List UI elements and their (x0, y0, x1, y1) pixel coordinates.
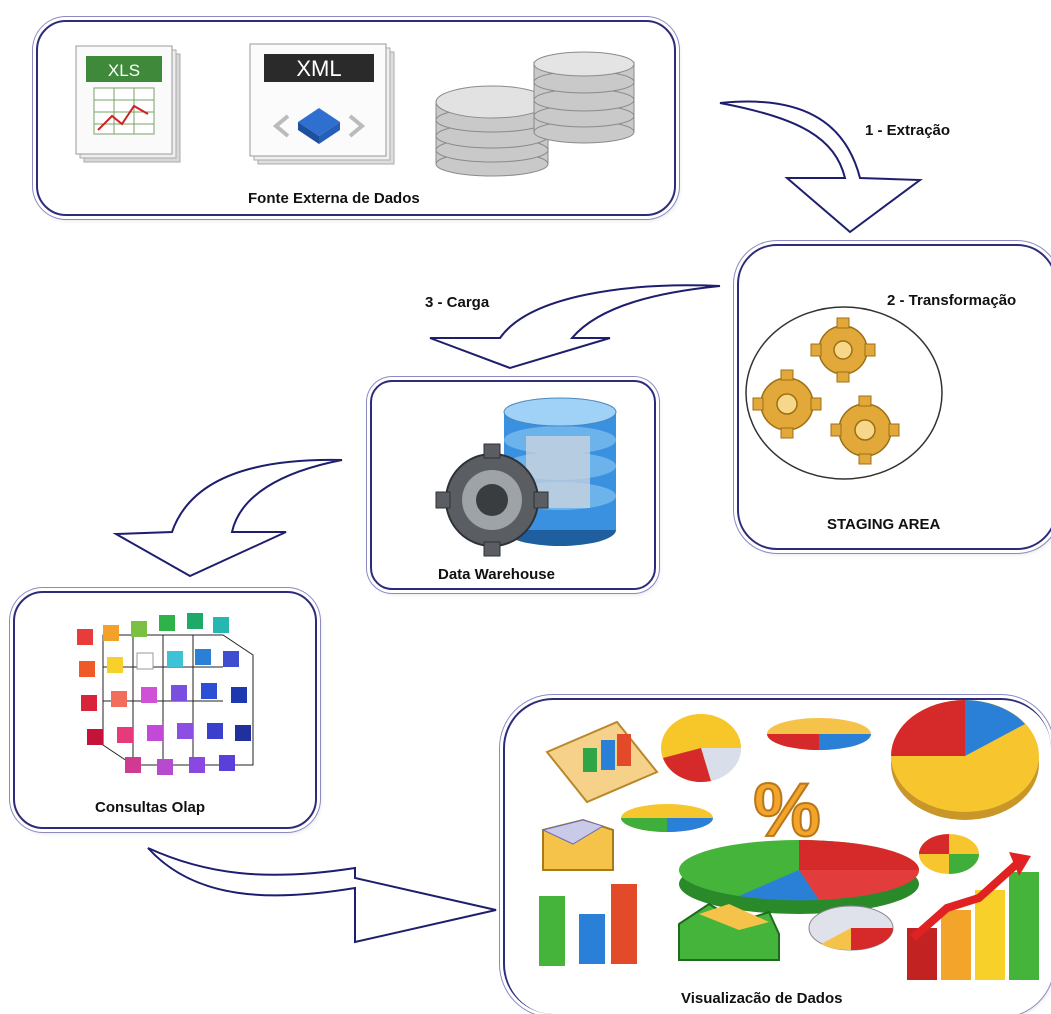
xml-file-icon: XML (249, 43, 395, 165)
cube-nodes (77, 613, 251, 775)
percent-icon: % (753, 768, 821, 853)
olap-label: Consultas Olap (95, 799, 206, 816)
staging-circle (745, 306, 943, 480)
xml-label: XML (296, 56, 341, 81)
warehouse-label: Data Warehouse (438, 566, 555, 583)
source-box: XLS XML (36, 20, 676, 216)
step-extract-label: 1 - Extração (865, 122, 951, 139)
xls-file-icon: XLS (75, 45, 181, 163)
olap-cube-icon (77, 613, 254, 775)
database-servers-icon (435, 51, 635, 177)
charts-collage-icon: % (539, 700, 1039, 980)
warehouse-box: Data Warehouse (370, 380, 656, 590)
step-transform-label: 2 - Transformação (887, 292, 1017, 309)
database-gear-icon (435, 397, 617, 557)
source-label: Fonte Externa de Dados (248, 190, 420, 207)
staging-box: STAGING AREA (737, 244, 1051, 550)
visual-label: Visualizacão de Dados (681, 990, 843, 1007)
visual-box: % (503, 698, 1051, 1014)
step-load-label: 3 - Carga (425, 294, 490, 311)
staging-label: STAGING AREA (827, 516, 941, 533)
olap-box: Consultas Olap (13, 591, 317, 829)
xls-label: XLS (108, 61, 140, 80)
